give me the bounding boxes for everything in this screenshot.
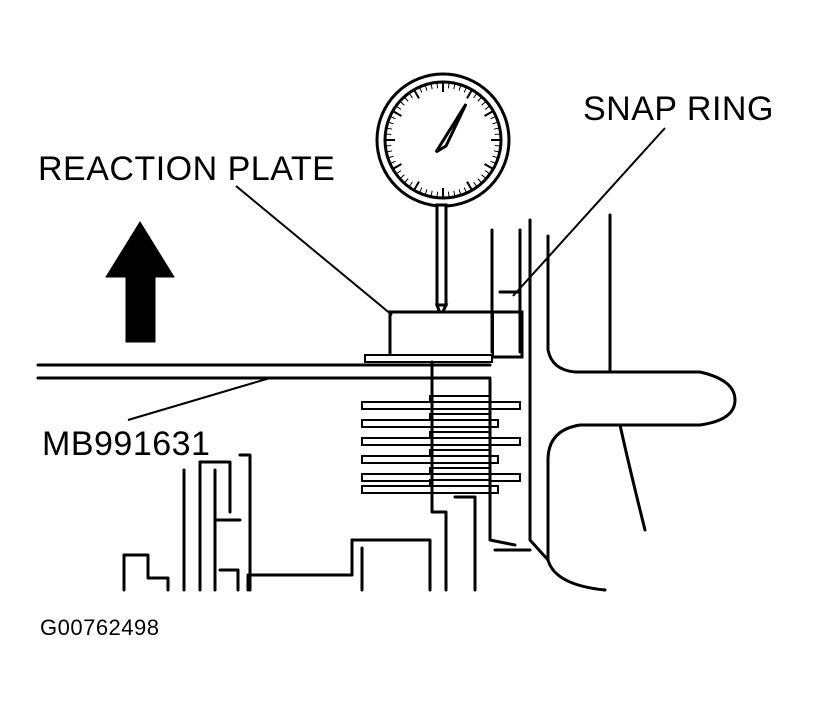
gauge-tick — [400, 101, 405, 106]
gauge-tick — [453, 84, 456, 90]
gauge-tick — [388, 155, 394, 159]
gauge-tick — [490, 116, 496, 120]
gauge-tick — [419, 87, 423, 93]
gauge-tick — [481, 174, 486, 179]
clutch-plate — [364, 354, 493, 363]
clutch-disc — [429, 395, 491, 403]
clutch-plate — [361, 485, 499, 494]
gauge-tick — [404, 178, 409, 183]
clutch-hub — [122, 360, 532, 592]
gauge-tick — [393, 110, 402, 117]
gauge-tick — [484, 110, 493, 117]
gauge-tick — [396, 170, 402, 174]
gauge-tick — [481, 101, 486, 106]
clutch-disc — [429, 431, 491, 439]
gauge-tick — [447, 83, 450, 89]
figure-code-label: G00762498 — [40, 615, 160, 640]
gauge-tick — [430, 84, 433, 90]
reaction-plate-label: REACTION PLATE — [38, 150, 336, 188]
gauge-tick — [400, 174, 405, 179]
gauge-tick — [484, 170, 490, 174]
gauge-tick — [413, 181, 420, 190]
gauge-tick — [492, 155, 498, 159]
special-tool-bar — [36, 363, 492, 380]
gauge-tick — [484, 106, 490, 110]
clutch-disc — [429, 413, 491, 421]
transmission-case — [546, 213, 737, 592]
snap-ring-housing — [490, 218, 550, 562]
gauge-tick — [473, 93, 477, 99]
gauge-tick — [447, 191, 450, 197]
up-arrow-icon — [105, 221, 175, 343]
gauge-tick — [477, 178, 482, 183]
clutch-disc — [429, 467, 491, 475]
gauge-tick — [424, 85, 428, 91]
gauge-tick — [404, 97, 409, 102]
gauge-tick — [436, 83, 439, 89]
gauge-tick — [396, 106, 402, 110]
clutch-disc — [429, 449, 491, 457]
gauge-tick — [477, 97, 482, 102]
clutch-plate — [361, 437, 521, 446]
clutch-disc — [429, 479, 491, 487]
gauge-tick — [490, 160, 496, 164]
gauge-tick — [387, 127, 393, 130]
gauge-tick — [390, 160, 396, 164]
gauge-tick — [419, 187, 423, 193]
gauge-tick — [494, 144, 500, 147]
gauge-tick — [409, 181, 413, 187]
gauge-tick — [463, 187, 467, 193]
gauge-tick — [458, 189, 462, 195]
clutch-plate — [361, 401, 521, 410]
gauge-tick — [386, 144, 392, 147]
clutch-plate — [361, 419, 499, 428]
gauge-tick — [387, 150, 393, 153]
gauge-tick — [473, 181, 477, 187]
dial-gauge-icon — [375, 72, 511, 320]
gauge-tick — [436, 191, 439, 197]
reaction-plate — [388, 310, 524, 359]
gauge-tick — [424, 189, 428, 195]
gauge-tick — [413, 90, 420, 99]
gauge-tick — [466, 181, 473, 190]
gauge-tick — [494, 133, 500, 136]
gauge-tick — [463, 87, 467, 93]
gauge-tick — [458, 85, 462, 91]
gauge-tick — [386, 133, 392, 136]
gauge-tick — [409, 93, 413, 99]
clutch-plates — [361, 354, 521, 494]
snap-ring-label: SNAP RING — [583, 90, 774, 128]
gauge-tick — [390, 116, 396, 120]
special-tool-label: MB991631 — [42, 425, 211, 463]
gauge-tick — [388, 121, 394, 125]
leader-lines — [127, 127, 666, 421]
gauge-tick — [493, 127, 499, 130]
gauge-tick — [453, 190, 456, 196]
gauge-tick — [484, 163, 493, 170]
clutch-plate — [361, 455, 499, 464]
gauge-tick — [466, 90, 473, 99]
gauge-tick — [393, 163, 402, 170]
gauge-tick — [430, 190, 433, 196]
gauge-tick — [492, 121, 498, 125]
gauge-tick — [493, 150, 499, 153]
